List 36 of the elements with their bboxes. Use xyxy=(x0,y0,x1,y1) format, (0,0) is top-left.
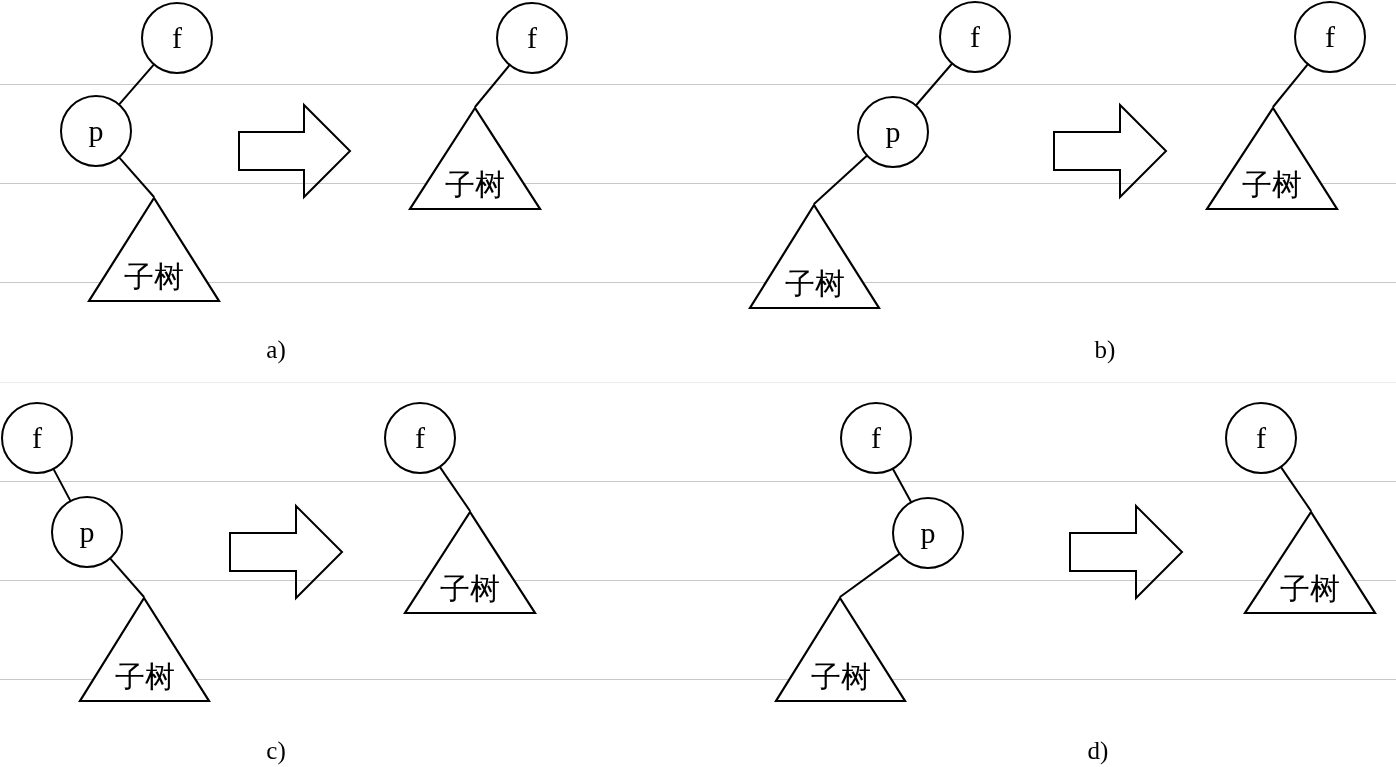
node-circle: f xyxy=(840,402,912,474)
subtree-triangle: 子树 xyxy=(1206,107,1338,210)
subtree-triangle: 子树 xyxy=(409,107,541,210)
node-circle: p xyxy=(51,496,123,568)
edge-line xyxy=(52,467,72,503)
node-circle: f xyxy=(939,1,1011,73)
edge-line xyxy=(474,64,511,108)
edge-line xyxy=(118,156,155,198)
edge-line xyxy=(839,552,901,598)
panel-label: a) xyxy=(266,336,286,364)
subtree-triangle: 子树 xyxy=(79,597,210,702)
edge-line xyxy=(118,63,155,106)
node-circle: p xyxy=(60,95,132,167)
panel-label: c) xyxy=(266,737,286,765)
edge-line xyxy=(438,465,471,512)
edge-line xyxy=(813,154,869,205)
edge-line xyxy=(109,557,145,598)
edge-line xyxy=(914,62,954,107)
subtree-triangle: 子树 xyxy=(1244,511,1376,614)
node-circle: p xyxy=(857,96,929,168)
node-circle: f xyxy=(1225,402,1297,474)
edge-line xyxy=(1272,63,1309,108)
edge-line xyxy=(891,467,913,504)
subtree-triangle: 子树 xyxy=(775,597,906,702)
node-circle: f xyxy=(1294,1,1366,73)
subtree-triangle: 子树 xyxy=(88,197,220,302)
panel-label: d) xyxy=(1087,737,1109,765)
subtree-triangle: 子树 xyxy=(749,204,880,309)
panel-label: b) xyxy=(1094,336,1116,364)
subtree-triangle: 子树 xyxy=(404,511,536,614)
node-circle: f xyxy=(384,402,456,474)
node-circle: f xyxy=(141,2,213,74)
node-circle: f xyxy=(1,402,73,474)
node-circle: p xyxy=(892,497,964,569)
node-circle: f xyxy=(496,2,568,74)
edge-line xyxy=(1279,465,1312,512)
